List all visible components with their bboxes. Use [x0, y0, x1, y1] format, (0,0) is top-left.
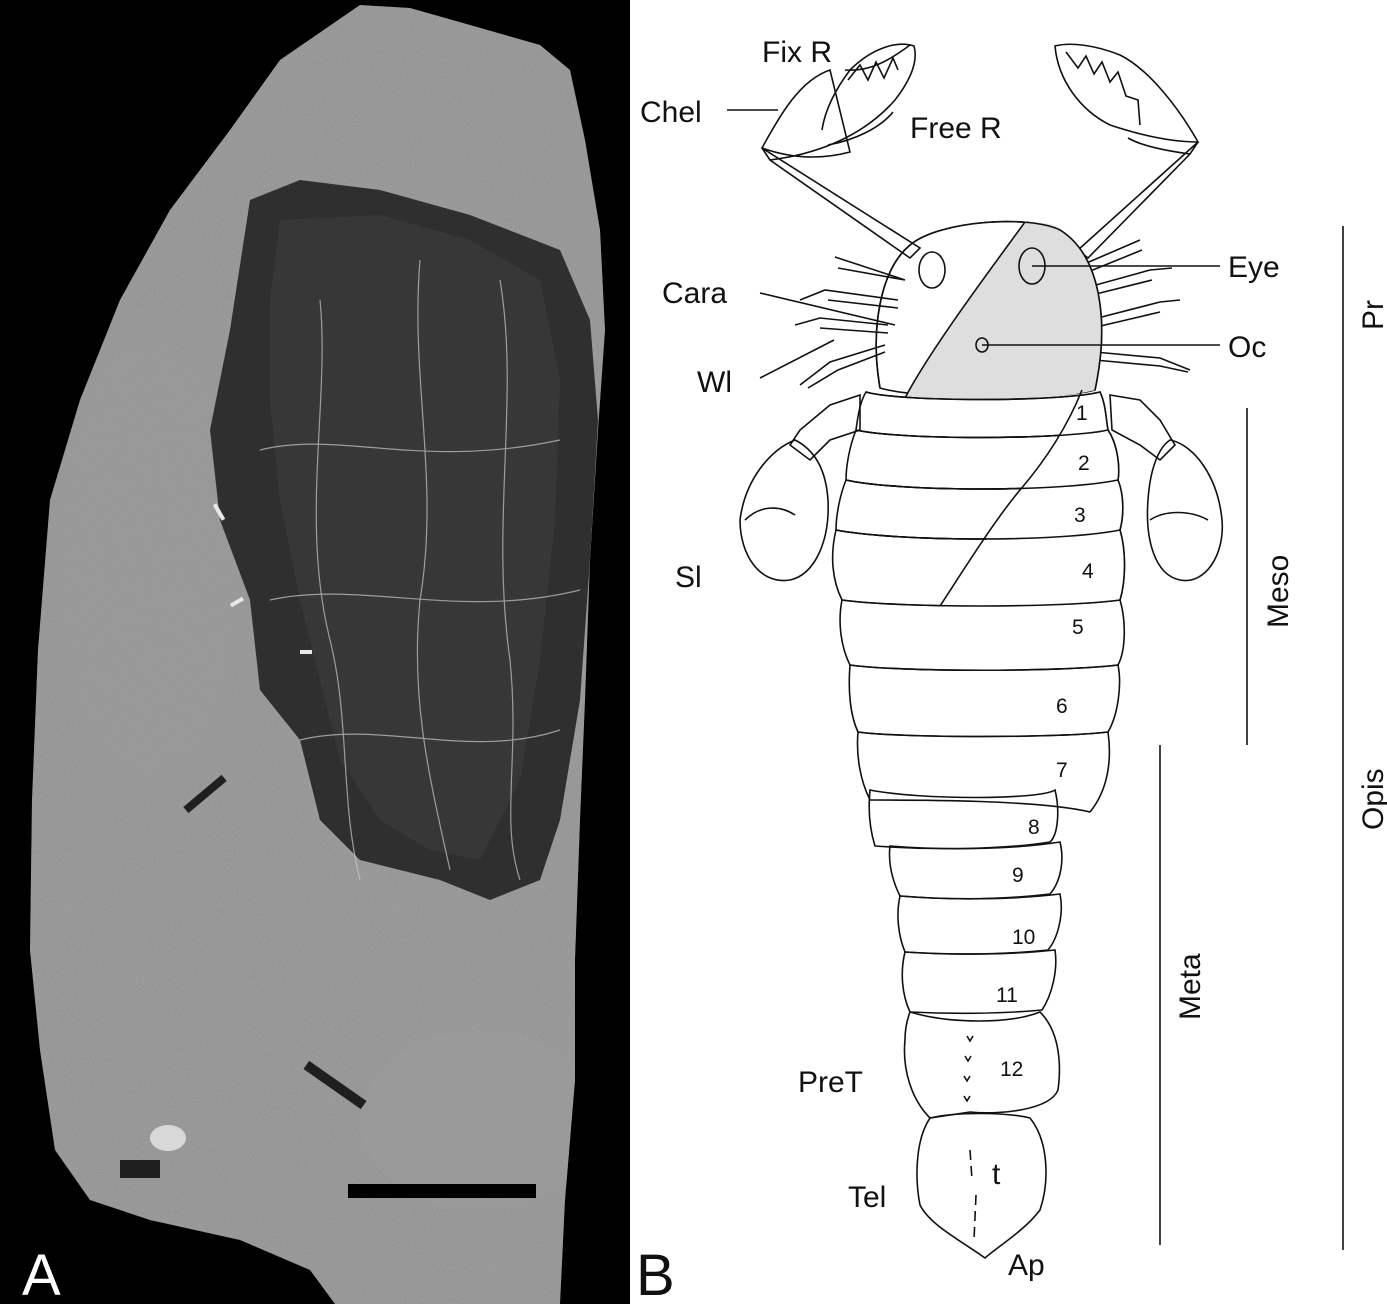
label-oc: Oc: [1228, 331, 1266, 364]
region-label-meso: Meso: [1262, 555, 1295, 628]
segment-number: 5: [1072, 616, 1084, 639]
carapace-preserved-shading: [905, 222, 1102, 400]
scale-bar: [348, 1184, 536, 1198]
mesosoma-segments: [833, 390, 1125, 737]
segment-number: 12: [1000, 1058, 1023, 1081]
label-fix-r: Fix R: [762, 36, 832, 69]
segment-number: 11: [996, 984, 1018, 1007]
label-sl: Sl: [675, 561, 702, 594]
segment-number: 4: [1082, 560, 1094, 583]
metasoma-segments: [858, 732, 1110, 1118]
reconstruction-drawing-panel: Fix R Chel Free R Eye Cara Oc Wl Sl PreT…: [630, 0, 1387, 1304]
label-cara: Cara: [662, 277, 727, 310]
fossil-photo-panel: A: [0, 0, 630, 1304]
segment-number: 10: [1012, 926, 1035, 949]
label-free-r: Free R: [910, 112, 1002, 145]
pretelson-marks: [964, 1036, 973, 1101]
panel-letter-b: B: [636, 1243, 675, 1304]
panel-letter-a: A: [22, 1243, 61, 1304]
segment-number: 1: [1076, 402, 1088, 425]
region-label-meta: Meta: [1174, 953, 1207, 1020]
segment-number: 6: [1056, 695, 1068, 718]
segment-number: 9: [1012, 864, 1024, 887]
label-pret: PreT: [798, 1066, 863, 1099]
label-chel: Chel: [640, 96, 702, 129]
right-chelicera: [1055, 44, 1198, 258]
label-wl: Wl: [697, 366, 732, 399]
left-chelicera: [762, 44, 920, 258]
label-ap: Ap: [1008, 1249, 1045, 1282]
region-label-pr: Pr: [1357, 300, 1387, 330]
segment-number: 8: [1028, 816, 1040, 839]
label-t: t: [992, 1158, 1001, 1191]
segment-number: 3: [1074, 504, 1086, 527]
region-label-opis: Opis: [1357, 768, 1387, 830]
fossil-photo: A: [0, 0, 630, 1304]
segment-number: 7: [1056, 759, 1068, 782]
label-tel: Tel: [848, 1181, 886, 1214]
segment-number: 2: [1078, 452, 1090, 475]
left-eye: [919, 252, 945, 288]
label-eye: Eye: [1228, 251, 1280, 284]
reconstruction-drawing: Fix R Chel Free R Eye Cara Oc Wl Sl PreT…: [630, 0, 1387, 1304]
region-bars: [1160, 226, 1343, 1250]
telson: [917, 1114, 1046, 1259]
